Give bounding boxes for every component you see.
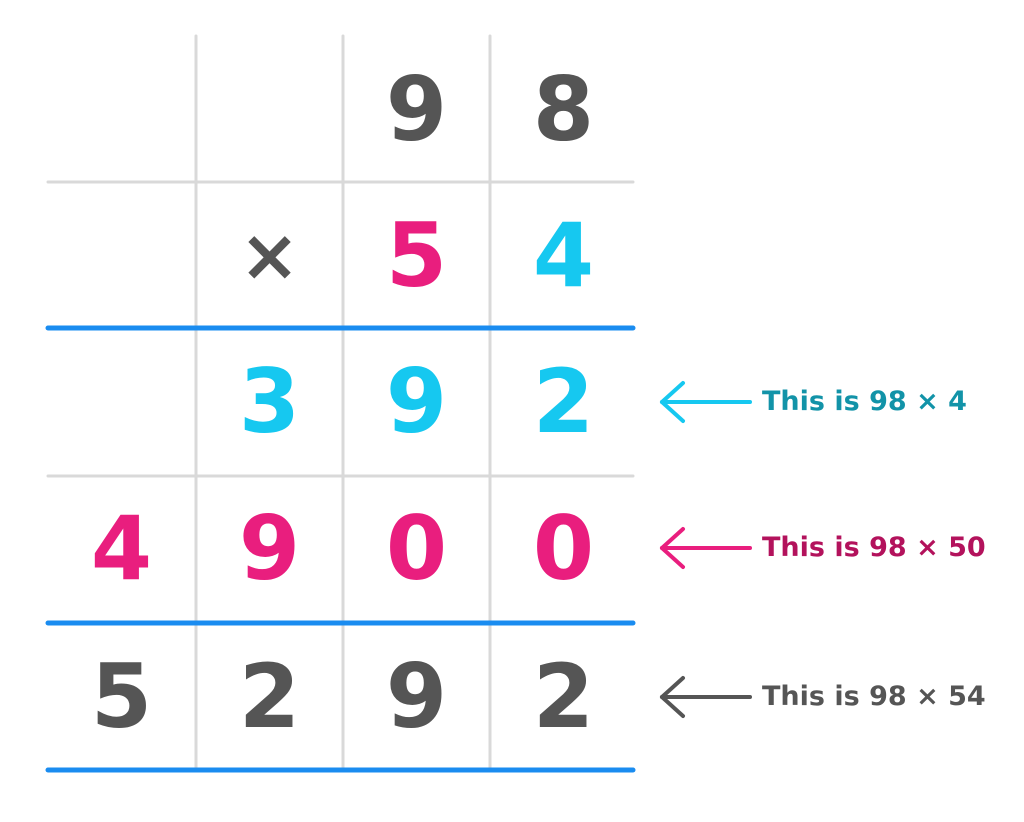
multiplier-digit-2: × (239, 213, 300, 297)
multiplicand-digit-3: 9 (385, 58, 448, 161)
arrow-head-upper-3 (660, 676, 685, 699)
partial-2-digit-3: 0 (385, 497, 448, 600)
annotation-label-1: This is 98 × 4 (762, 386, 967, 417)
multiplier-digit-3: 5 (385, 204, 448, 307)
multiplicand-digit-4: 8 (532, 58, 595, 161)
annotation-label-2: This is 98 × 50 (762, 532, 986, 563)
result-digit-1: 5 (90, 645, 153, 748)
arrow-head-lower-2 (660, 546, 685, 569)
result-digit-2: 2 (238, 645, 301, 748)
multiplicand-digit-2 (196, 36, 343, 183)
arrow-head-lower-3 (660, 695, 685, 718)
arrow-head-upper-1 (660, 381, 685, 404)
arrow-head-lower-1 (660, 400, 685, 423)
multiplier-digit-1 (48, 182, 195, 329)
multiplier-digit-4: 4 (532, 204, 595, 307)
annotation-label-3: This is 98 × 54 (762, 681, 986, 712)
result-digit-3: 9 (385, 645, 448, 748)
multiplicand-digit-1 (48, 36, 195, 183)
partial-1-digit-3: 9 (385, 350, 448, 453)
partial-1-digit-4: 2 (532, 350, 595, 453)
partial-2-digit-2: 9 (238, 497, 301, 600)
arrow-head-upper-2 (660, 527, 685, 550)
partial-2-digit-4: 0 (532, 497, 595, 600)
partial-2-digit-1: 4 (90, 497, 153, 600)
partial-1-digit-1 (48, 328, 195, 475)
result-digit-4: 2 (532, 645, 595, 748)
partial-1-digit-2: 3 (238, 350, 301, 453)
